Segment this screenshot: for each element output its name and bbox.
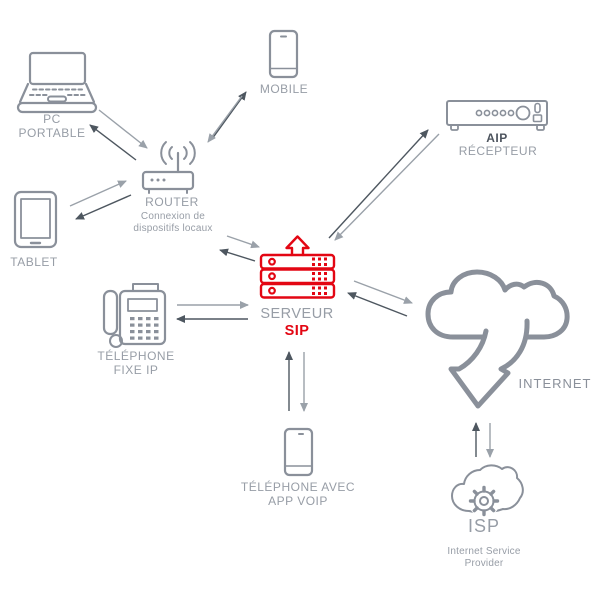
arrows-layer	[69, 91, 494, 458]
pc-portable-label: PC PORTABLE	[18, 112, 86, 140]
server-icon	[259, 235, 336, 299]
mobile-label: MOBILE	[259, 82, 309, 96]
tablet-icon	[13, 190, 58, 249]
telephone-voip-label: TÉLÉPHONE AVEC APP VOIP	[240, 480, 356, 508]
serveur-label: SERVEUR	[260, 306, 334, 322]
arrow-tablet-router	[69, 180, 132, 220]
tablet-label: TABLET	[10, 255, 58, 269]
arrow-deskphone-server	[176, 301, 249, 323]
voip-smartphone-icon	[283, 427, 314, 477]
router-icon	[141, 141, 196, 194]
smartphone-icon	[268, 29, 299, 79]
sip-label: SIP	[284, 323, 310, 339]
aip-label: AIP	[486, 131, 508, 145]
arrow-server-internet	[347, 280, 413, 317]
cloud-download-icon	[425, 269, 570, 409]
isp-label: ISP	[467, 516, 501, 536]
telephone-fixe-label: TÉLÉPHONE FIXE IP	[97, 349, 175, 377]
arrow-laptop-router	[89, 109, 148, 161]
download-arrow-icon	[448, 318, 530, 409]
internet-label: INTERNET	[518, 376, 592, 391]
receiver-icon	[446, 100, 548, 131]
cloud-gear-icon	[451, 464, 524, 517]
arrow-router-server	[219, 235, 260, 262]
recepteur-label: RÉCEPTEUR	[458, 144, 538, 158]
arrow-internet-isp	[472, 422, 494, 458]
desk-phone-icon	[102, 283, 167, 348]
arrow-server-voipphone	[285, 351, 308, 412]
upload-arrow-icon	[285, 235, 310, 257]
arrow-server-receiver	[328, 129, 440, 241]
isp-sublabel: Internet Service Provider	[447, 546, 521, 569]
icons-layer	[13, 29, 570, 517]
gear-icon	[468, 485, 500, 517]
router-sublabel: Connexion de dispositifs locaux	[133, 211, 213, 234]
router-label: ROUTER	[145, 195, 199, 209]
arrow-mobile-router	[207, 91, 247, 143]
laptop-icon	[16, 51, 98, 114]
